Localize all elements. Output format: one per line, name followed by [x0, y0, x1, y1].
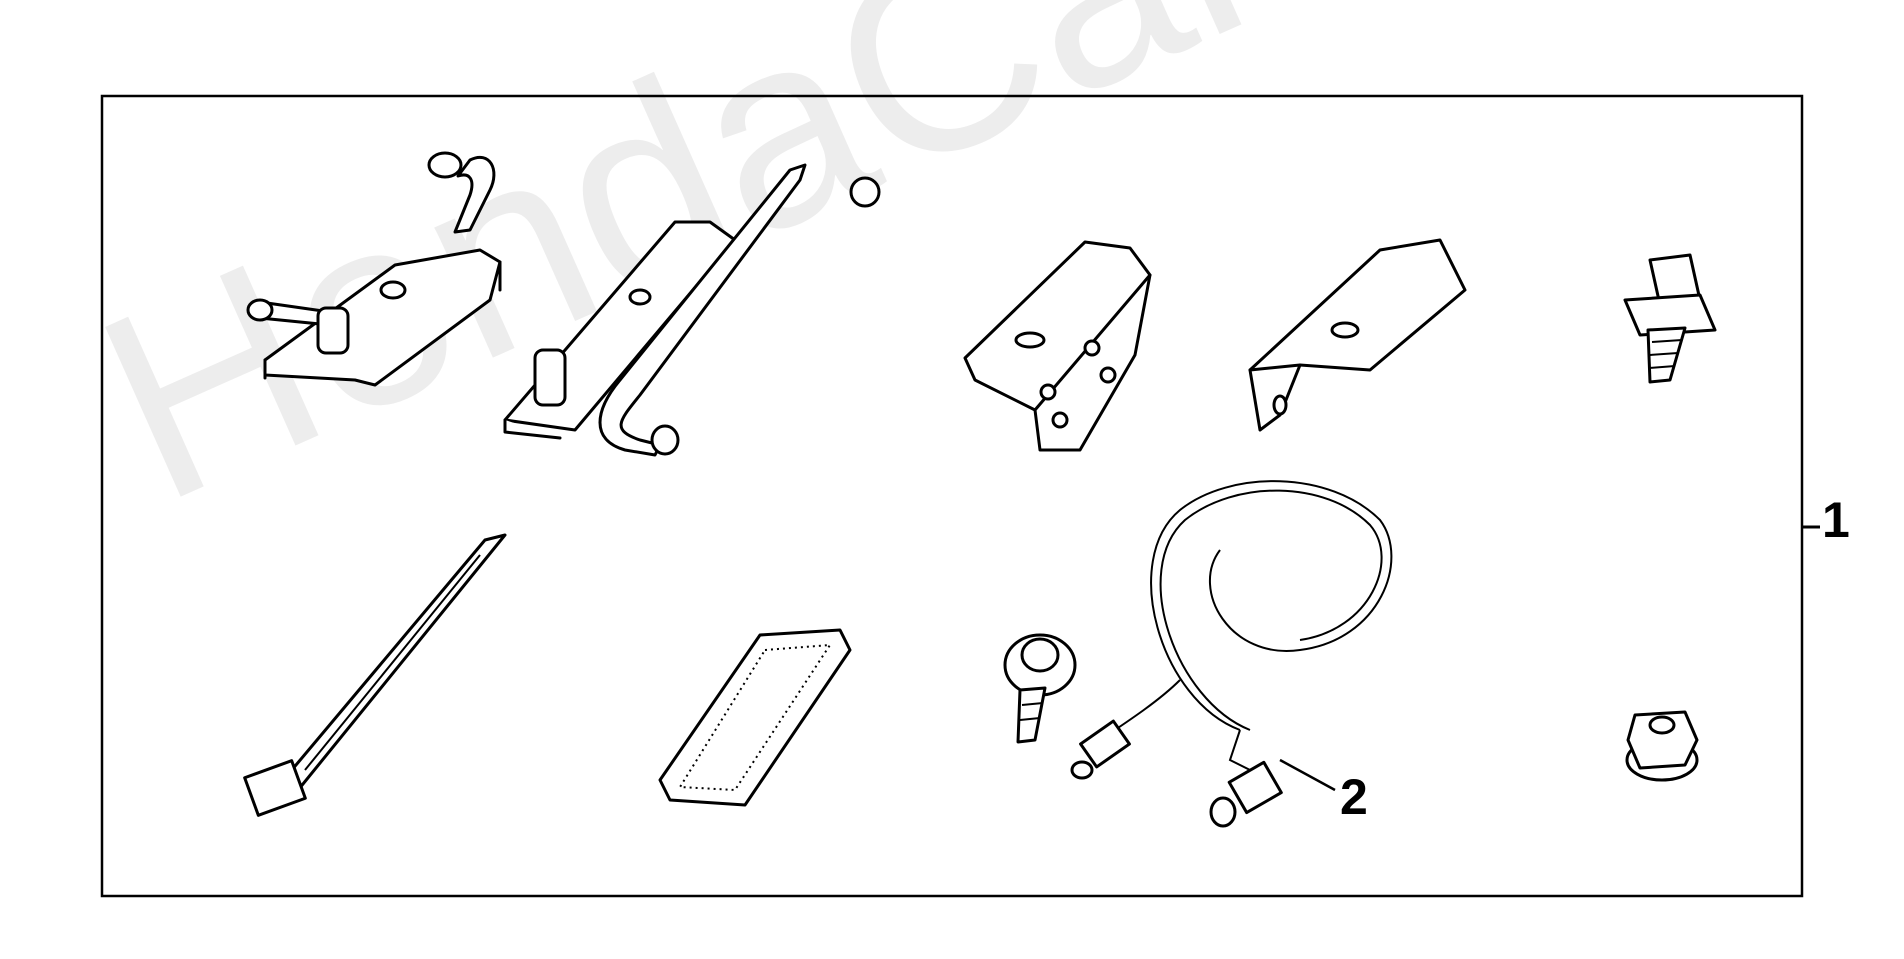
screw-washer	[1003, 633, 1077, 744]
bracket-left-rod	[246, 151, 502, 387]
bracket-long-rod	[503, 163, 881, 457]
kit-frame	[100, 94, 1804, 898]
adhesive-pad	[658, 628, 852, 807]
callout-label-1: 1	[1822, 492, 1850, 548]
cable-tie	[243, 533, 507, 817]
bracket-angle-small	[1248, 238, 1467, 432]
callout-label-2: 2	[1340, 769, 1368, 825]
antenna-cable	[1070, 480, 1393, 828]
leader-line-2	[1279, 758, 1336, 792]
bracket-angle-holes	[963, 240, 1152, 452]
flange-nut	[1625, 710, 1699, 782]
flange-bolt-large	[1623, 253, 1717, 384]
